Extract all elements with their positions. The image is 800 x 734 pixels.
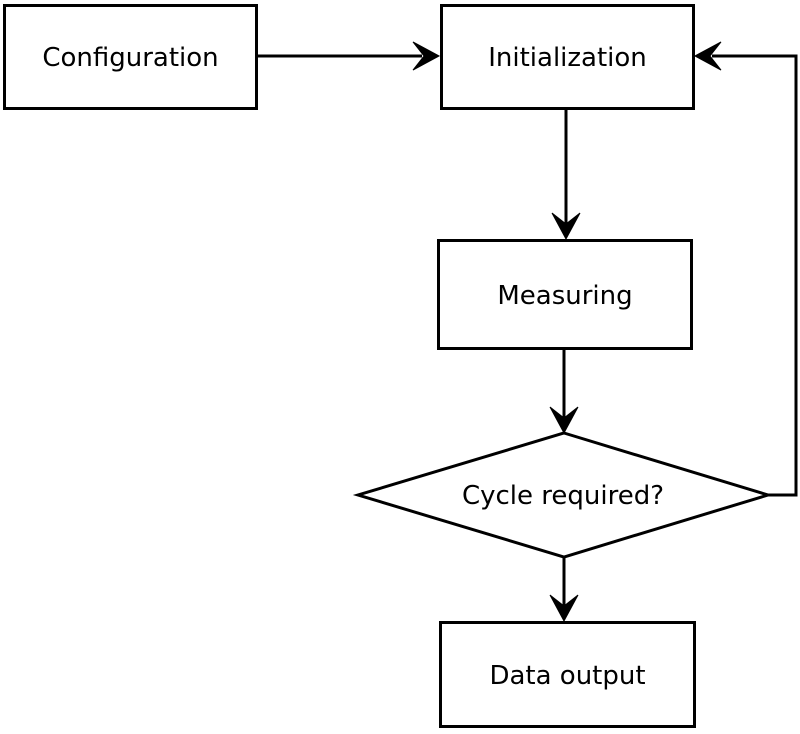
configuration-box — [3, 4, 258, 110]
cycle-required-diamond — [352, 431, 774, 559]
data-output-label: Data output — [489, 661, 645, 691]
data-output-box — [439, 621, 696, 728]
configuration-label: Configuration — [42, 43, 218, 73]
measuring-label: Measuring — [497, 281, 632, 311]
arrow-head-left-icon — [693, 41, 722, 71]
edge-cycle-required-to-initialization — [693, 41, 798, 497]
measuring-box — [437, 239, 693, 350]
node-measuring: Measuring — [437, 239, 693, 350]
node-cycle-required: Cycle required? — [352, 431, 774, 559]
edge-cycle-required-to-data-output — [549, 556, 579, 623]
arrow-head-down-icon — [549, 406, 579, 435]
arrow-head-right-icon — [412, 41, 441, 71]
cycle-required-label: Cycle required? — [462, 481, 664, 511]
edge-measuring-to-cycle-required — [549, 349, 579, 435]
node-initialization: Initialization — [440, 4, 695, 110]
arrow-head-down-icon — [549, 594, 579, 623]
edge-initialization-to-measuring — [551, 109, 581, 241]
node-configuration: Configuration — [3, 4, 258, 110]
initialization-box — [440, 4, 695, 110]
edge-configuration-to-initialization — [257, 41, 441, 71]
edge-feedback-polyline — [712, 54, 798, 497]
initialization-label: Initialization — [488, 43, 647, 73]
arrow-head-down-icon — [551, 212, 581, 241]
node-data-output: Data output — [439, 621, 696, 728]
